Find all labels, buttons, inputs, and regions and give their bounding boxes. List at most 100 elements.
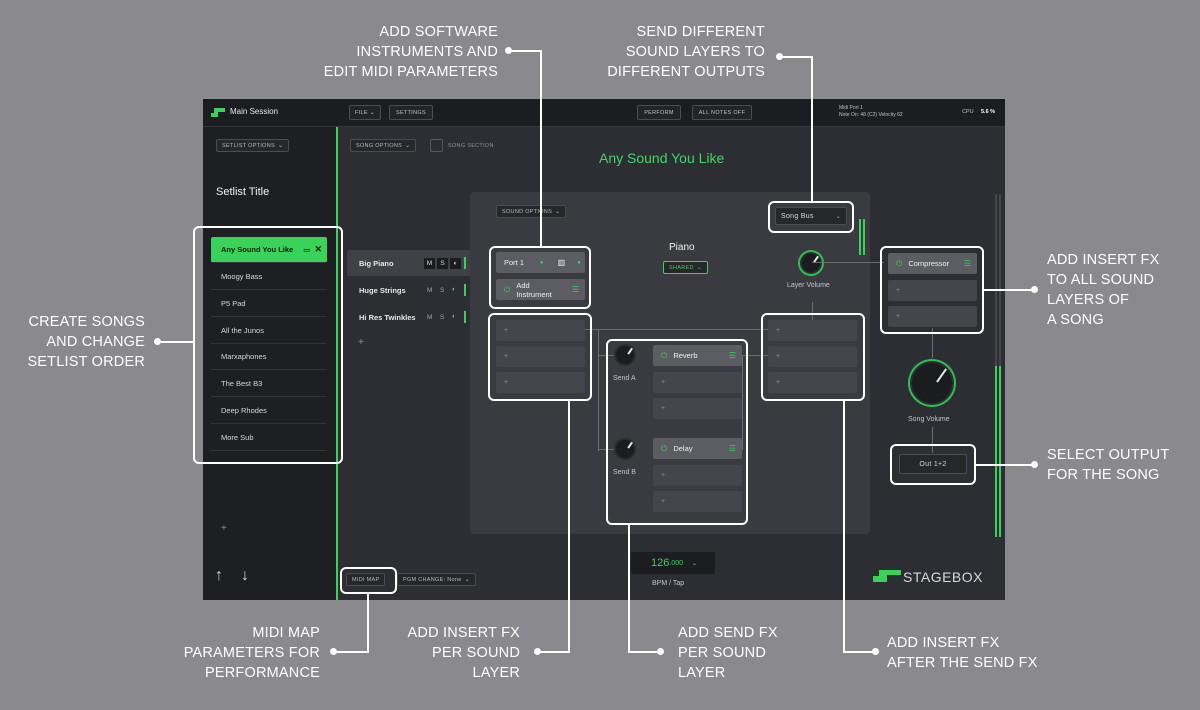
send-a-knob[interactable] <box>614 344 636 366</box>
layer-volume-knob[interactable] <box>800 252 822 274</box>
arrow-down-icon[interactable]: ↓ <box>241 567 249 584</box>
song-label: Any Sound You Like <box>221 245 294 254</box>
song-item[interactable]: Moogy Bass <box>211 264 327 290</box>
layer-meter <box>464 311 466 323</box>
song-item[interactable]: All the Junos <box>211 318 327 344</box>
layer-level-icon: ◐ <box>452 313 456 320</box>
output-select[interactable]: Out 1+2 <box>899 454 967 474</box>
midi-port-slot[interactable]: Port 1 ● ▥ ● <box>496 252 585 273</box>
song-section-label: SONG SECTION <box>448 143 494 149</box>
sliders-icon[interactable]: ☰ <box>728 351 736 360</box>
power-icon[interactable]: ⏻ <box>661 443 668 453</box>
sliders-icon[interactable]: ☰ <box>571 285 579 294</box>
close-icon[interactable]: ✕ <box>314 244 322 254</box>
song-item[interactable]: P5 Pad <box>211 291 327 317</box>
connector-line <box>540 50 542 246</box>
connector-line <box>161 341 193 343</box>
sound-panel: SOUND OPTIONS⌄ Port 1 ● ▥ ● ⏻ Add Instru… <box>470 192 884 534</box>
send-fx-slot[interactable]: + <box>653 465 742 486</box>
insert-fx-slot[interactable]: + <box>496 372 585 393</box>
connector-line <box>512 50 541 52</box>
connector-line <box>568 401 570 653</box>
insert-fx-slot[interactable]: + <box>496 346 585 367</box>
post-send-fx-slot[interactable]: + <box>768 320 857 341</box>
settings-button[interactable]: SETTINGS <box>389 105 433 120</box>
send-fx-slot[interactable]: + <box>653 398 742 419</box>
shared-dropdown[interactable]: SHARED⌄ <box>663 261 709 274</box>
reverb-slot[interactable]: ⏻ Reverb ☰ <box>653 345 742 366</box>
song-item-active[interactable]: Any Sound You Like ═ ✕ <box>211 237 327 263</box>
insert-fx-slot[interactable]: + <box>496 320 585 341</box>
sidebar-accent-line <box>336 127 338 600</box>
midi-map-button[interactable]: MIDI MAP <box>346 573 386 586</box>
mute-button[interactable]: M <box>424 258 435 269</box>
solo-button[interactable]: S <box>440 314 445 321</box>
signal-wire <box>932 427 933 453</box>
bpm-field[interactable]: 126.000 ⌄ <box>631 552 715 574</box>
song-item[interactable]: More Sub <box>211 425 327 451</box>
post-send-fx-slot[interactable]: + <box>768 346 857 367</box>
song-options-dropdown[interactable]: SONG OPTIONS⌄ <box>350 139 417 152</box>
pgm-change-dropdown[interactable]: PGM CHANGE: None⌄ <box>397 573 476 586</box>
cpu-label: CPU <box>962 109 974 115</box>
layer-row[interactable]: Hi Res Twinkles <box>347 304 471 330</box>
compressor-slot[interactable]: ⏻ Compressor ☰ <box>888 253 977 274</box>
chevron-down-icon: ⌄ <box>835 213 841 220</box>
bpm-fraction: .000 <box>669 559 683 567</box>
file-menu-button[interactable]: FILE ⌄ <box>349 105 381 120</box>
layer-label: Hi Res Twinkles <box>359 312 416 322</box>
highlight-song-bus <box>768 201 854 233</box>
all-notes-off-button[interactable]: ALL NOTES OFF <box>692 105 752 120</box>
signal-wire <box>742 355 743 450</box>
song-section-checkbox[interactable] <box>430 139 443 152</box>
connector-line <box>628 525 630 653</box>
solo-button[interactable]: S <box>440 287 445 294</box>
send-fx-slot[interactable]: + <box>653 372 742 393</box>
power-icon[interactable]: ⏻ <box>896 258 903 268</box>
add-song-button[interactable]: + <box>221 523 227 534</box>
song-item[interactable]: Deep Rhodes <box>211 398 327 424</box>
delay-slot[interactable]: ⏻ Delay ☰ <box>653 438 742 459</box>
highlight-setlist <box>193 226 343 464</box>
keyboard-icon[interactable]: ▥ <box>557 258 566 267</box>
connector-line <box>628 651 660 653</box>
drag-handle-icon[interactable]: ═ <box>303 244 310 255</box>
sound-options-dropdown[interactable]: SOUND OPTIONS⌄ <box>496 205 567 218</box>
send-b-knob[interactable] <box>614 438 636 460</box>
arrow-up-icon[interactable]: ↑ <box>215 567 223 584</box>
mute-button[interactable]: M <box>427 314 433 321</box>
mute-button[interactable]: M <box>427 287 433 294</box>
song-insert-fx-slot[interactable]: + <box>888 280 977 301</box>
chevron-down-icon: ⌄ <box>555 209 561 215</box>
song-bus-dropdown[interactable]: Song Bus⌄ <box>775 207 847 225</box>
solo-button[interactable]: S <box>437 258 448 269</box>
post-send-fx-slot[interactable]: + <box>768 372 857 393</box>
add-instrument-slot[interactable]: ⏻ Add Instrument ☰ <box>496 279 585 300</box>
chevron-down-icon: ⌄ <box>369 110 375 116</box>
sliders-icon[interactable]: ☰ <box>728 444 736 453</box>
layer-row[interactable]: Huge Strings <box>347 277 471 303</box>
setlist-sidebar: SETLIST OPTIONS⌄ Setlist Title Any Sound… <box>203 127 336 600</box>
connector-line <box>843 401 845 653</box>
setlist-options-dropdown[interactable]: SETLIST OPTIONS⌄ <box>216 139 290 152</box>
bpm-tap-button[interactable]: BPM / Tap <box>652 580 685 587</box>
connector-line <box>984 289 1032 291</box>
song-item[interactable]: The Best B3 <box>211 371 327 397</box>
add-layer-button[interactable]: + <box>358 337 364 348</box>
sliders-icon[interactable]: ☰ <box>963 259 971 268</box>
power-icon[interactable]: ⏻ <box>504 284 511 294</box>
song-item[interactable]: Marxaphones <box>211 344 327 370</box>
perform-button[interactable]: PERFORM <box>637 105 681 120</box>
song-insert-fx-slot[interactable]: + <box>888 306 977 327</box>
signal-wire <box>812 262 884 263</box>
master-meter-track <box>999 194 1001 537</box>
power-icon[interactable]: ⏻ <box>661 350 668 360</box>
connector-dot <box>534 648 541 655</box>
layer-label: Huge Strings <box>359 285 406 295</box>
send-fx-slot[interactable]: + <box>653 491 742 512</box>
song-volume-knob[interactable] <box>910 361 954 405</box>
midi-note-text: Note On: 48 (C2) Velocity 62 <box>839 112 903 118</box>
